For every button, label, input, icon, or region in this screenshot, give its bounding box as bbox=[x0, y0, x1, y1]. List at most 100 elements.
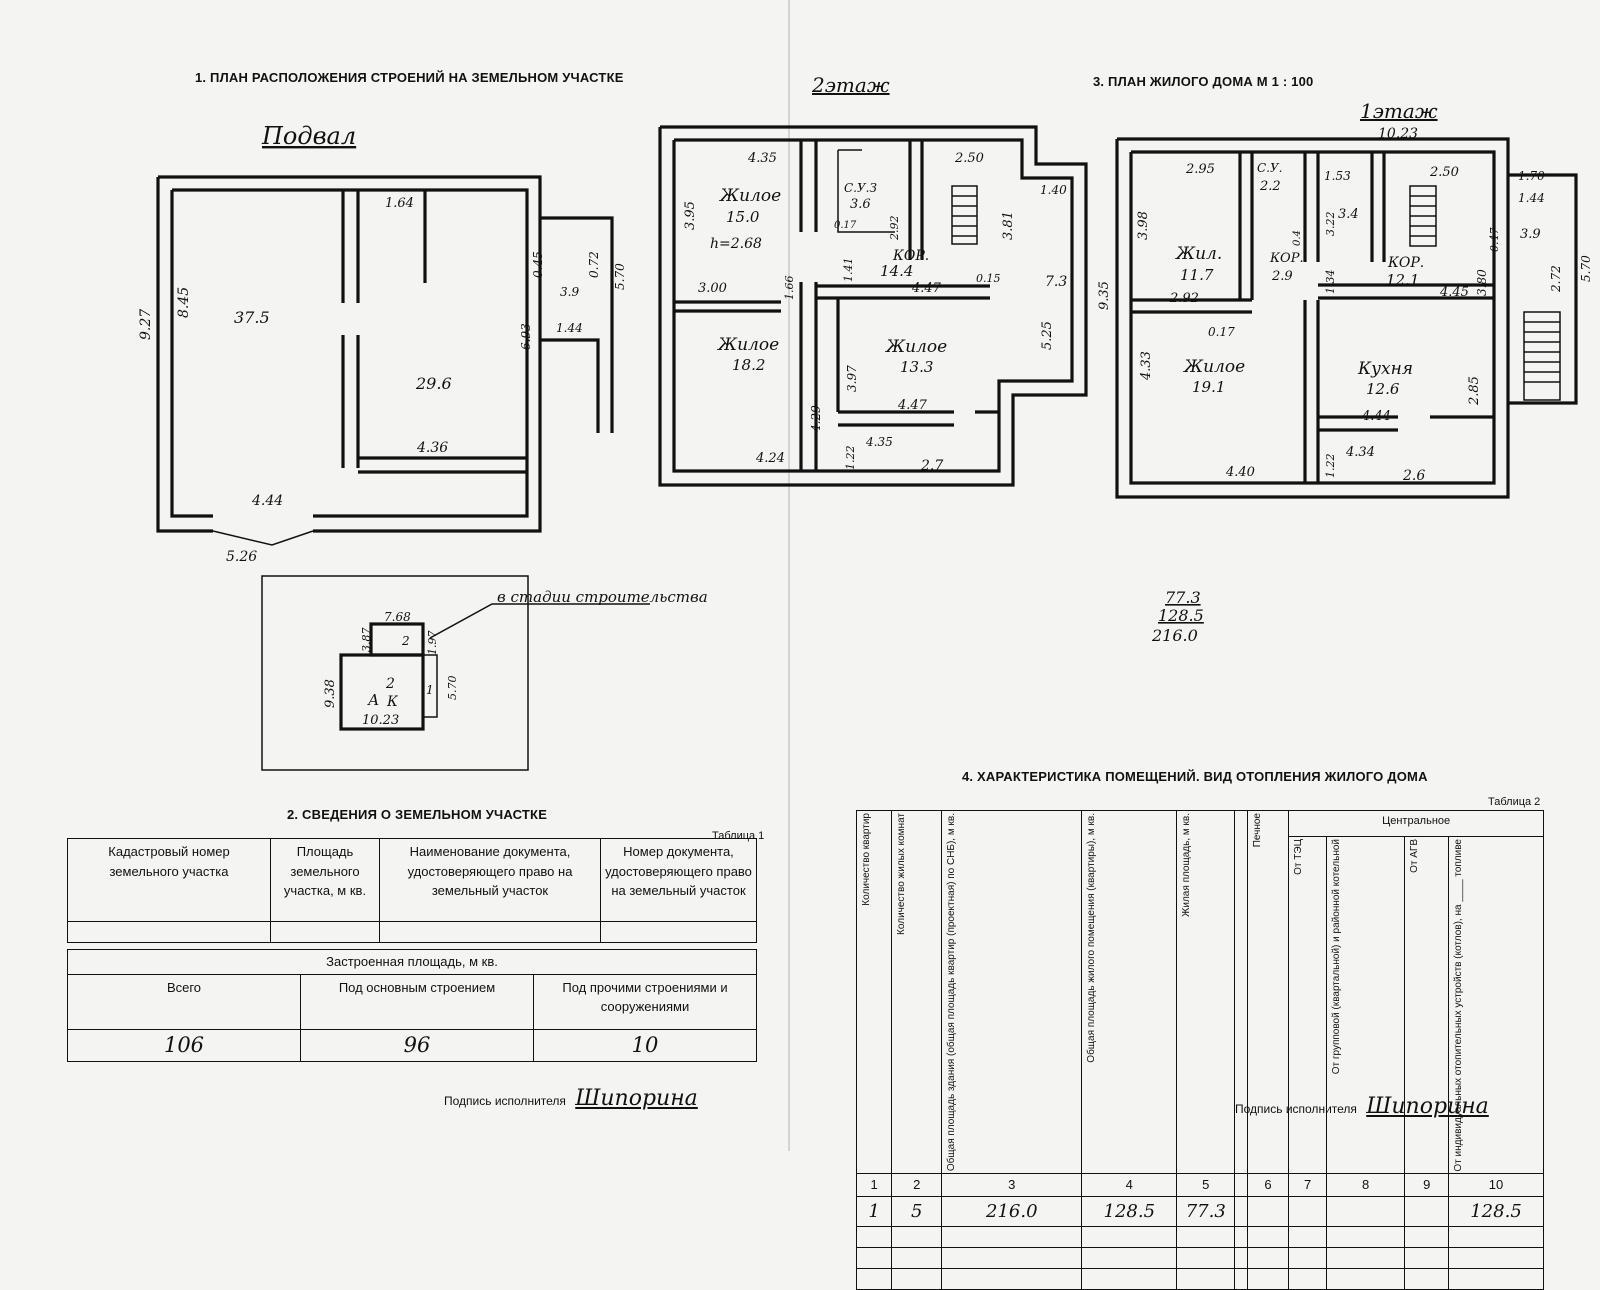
site-label: 10.23 bbox=[362, 713, 399, 728]
floor1-room-name: Жилое bbox=[1183, 357, 1245, 377]
floor2-title: 2этаж bbox=[811, 73, 890, 97]
floor1-room-name: Кухня bbox=[1357, 359, 1413, 379]
table1-header-cell: Наименование документа, удостоверяющего … bbox=[379, 838, 601, 922]
floor1-room-area: 2.2 bbox=[1259, 179, 1281, 194]
heading-house-plan: 3. ПЛАН ЖИЛОГО ДОМА М 1 : 100 bbox=[1093, 74, 1314, 89]
floor1-room-area: 19.1 bbox=[1192, 378, 1225, 396]
floor1-dim: 1.34 bbox=[1324, 270, 1337, 295]
floor1-dim: 0.4 bbox=[1292, 230, 1303, 246]
floor2-room-area: 3.6 bbox=[850, 197, 871, 212]
signature-label: Подпись исполнителя bbox=[1235, 1102, 1357, 1116]
floor1-dim: 4.33 bbox=[1139, 351, 1154, 381]
table1-header-row: Кадастровый номер земельного участка Пло… bbox=[67, 838, 757, 922]
site-label: 3.87 bbox=[360, 628, 373, 653]
basement-dim: 5.26 bbox=[226, 549, 257, 565]
table2-header-text: Жилая площадь, м кв. bbox=[1181, 813, 1193, 917]
basement-dim: 3.9 bbox=[560, 285, 579, 299]
table2-col-number: 7 bbox=[1288, 1173, 1327, 1197]
table2-header-text: От групповой (квартальной) и районной ко… bbox=[1330, 838, 1342, 1074]
table2-empty-row bbox=[855, 1267, 1544, 1290]
floor1-dim: 1.53 bbox=[1324, 169, 1351, 183]
table2-header-text: От АГВ bbox=[1409, 838, 1421, 873]
built-area-value: 96 bbox=[300, 1028, 534, 1062]
floor2-dim: 4.24 bbox=[755, 451, 785, 466]
floor2-plan: 2этаж Жилое 15.0 h=2.68 С.У.З 3.6 КОР. 1… bbox=[658, 73, 1112, 487]
built-area-header-row: Всего Под основным строением Под прочими… bbox=[67, 973, 757, 1030]
floor2-dim: 1.40 bbox=[1040, 183, 1067, 197]
floor2-dim: 3.00 bbox=[698, 281, 727, 296]
site-label: 1 bbox=[426, 683, 434, 697]
table2-empty-row bbox=[855, 1246, 1544, 1269]
total-building: 216.0 bbox=[1151, 626, 1198, 645]
floor1-dim: 2.92 bbox=[1169, 291, 1199, 306]
table2-col-number: 3 bbox=[941, 1173, 1083, 1197]
table2-value bbox=[1234, 1195, 1248, 1227]
floor2-dim: 9.35 bbox=[1097, 281, 1112, 310]
table1-value-cell bbox=[600, 921, 757, 943]
table2-value bbox=[1325, 1195, 1406, 1227]
floor2-dim: 3.95 bbox=[683, 201, 698, 230]
table2-col-number bbox=[1234, 1173, 1248, 1197]
table1: Кадастровый номер земельного участка Пло… bbox=[67, 838, 757, 943]
floor2-room-area: 15.0 bbox=[726, 208, 760, 226]
signature-handwritten: Шипорина bbox=[575, 1086, 698, 1111]
built-area-header: Под основным строением bbox=[300, 973, 534, 1030]
signature-left: Подпись исполнителя Шипорина bbox=[444, 1086, 698, 1111]
table2-value: 216.0 bbox=[941, 1195, 1083, 1227]
site-label: А bbox=[367, 691, 379, 709]
table2-value: 128.5 bbox=[1081, 1195, 1178, 1227]
table2-header-text: Общая площадь здания (общая площадь квар… bbox=[946, 813, 958, 1172]
table1-value-cell bbox=[67, 921, 271, 943]
table2-col-number: 5 bbox=[1176, 1173, 1236, 1197]
page-fold bbox=[788, 0, 790, 1151]
floor1-dim: 1.22 bbox=[1324, 454, 1337, 479]
floor2-dim: 7.3 bbox=[1045, 274, 1067, 290]
floor1-room-name: С.У. bbox=[1257, 161, 1282, 175]
site-label: 2 bbox=[385, 676, 395, 692]
table2-col-number: 1 bbox=[855, 1173, 893, 1197]
table2-label: Таблица 2 bbox=[1488, 796, 1541, 808]
table2-header-cell: Количество жилых комнат bbox=[891, 809, 943, 1175]
table2-value: 128.5 bbox=[1448, 1195, 1544, 1227]
floor1-dim: 3.80 bbox=[1475, 269, 1489, 296]
basement-dim: 0.72 bbox=[587, 251, 601, 278]
floor1-room-name: КОР. bbox=[1387, 255, 1424, 271]
floor2-dim: 3.97 bbox=[845, 365, 859, 392]
basement-area-1: 37.5 bbox=[234, 308, 270, 327]
table2-col-number: 6 bbox=[1246, 1173, 1290, 1197]
floor2-room-name: Жилое bbox=[885, 337, 947, 357]
table2-header-text: Печное bbox=[1251, 813, 1263, 848]
basement-dim: 9.27 bbox=[138, 309, 154, 340]
table2-header-cell bbox=[1234, 809, 1248, 1175]
floor2-dim: 2.92 bbox=[888, 216, 901, 242]
floor2-room-height: h=2.68 bbox=[710, 236, 762, 252]
table2-empty-row bbox=[855, 1225, 1544, 1248]
table2-col-number: 8 bbox=[1325, 1173, 1406, 1197]
table2-header-text: Количество жилых комнат bbox=[896, 813, 908, 935]
floor2-room-area: 13.3 bbox=[900, 358, 933, 376]
basement-dim: 1.64 bbox=[385, 196, 414, 211]
basement-dim: 6.93 bbox=[519, 323, 533, 350]
heading-rooms: 4. ХАРАКТЕРИСТИКА ПОМЕЩЕНИЙ. ВИД ОТОПЛЕН… bbox=[962, 769, 1428, 784]
floor2-room-name: Жилое bbox=[717, 335, 779, 355]
floor1-dim: 3.9 bbox=[1520, 227, 1541, 242]
floor2-dim: 2.50 bbox=[954, 151, 984, 166]
floor2-room-area: 14.4 bbox=[880, 262, 913, 280]
site-note: в стадии строительства bbox=[497, 588, 708, 606]
site-plan: в стадии строительства 7.68 3.87 2 1.97 … bbox=[261, 575, 708, 771]
table1-value-cell bbox=[379, 921, 601, 943]
basement-dim: 0.45 bbox=[531, 251, 545, 278]
signature-handwritten: Шипорина bbox=[1366, 1094, 1489, 1119]
floor2-dim: 0.15 bbox=[976, 272, 1001, 285]
table2-group-header: Центральное bbox=[1288, 810, 1544, 837]
table2-header-row: Количество квартир Количество жилых комн… bbox=[855, 809, 1544, 1175]
floor1-dim: 2.95 bbox=[1185, 162, 1215, 177]
floor1-dim: 0.17 bbox=[1208, 325, 1235, 339]
signature-label: Подпись исполнителя bbox=[444, 1094, 566, 1108]
site-label: 7.68 bbox=[384, 610, 411, 624]
basement-dim: 1.44 bbox=[556, 321, 583, 335]
table2-value: 77.3 bbox=[1176, 1195, 1236, 1227]
total-apartment: 128.5 bbox=[1158, 606, 1204, 625]
floor1-dim: 2.6 bbox=[1402, 468, 1425, 484]
basement-area-2: 29.6 bbox=[415, 374, 452, 393]
